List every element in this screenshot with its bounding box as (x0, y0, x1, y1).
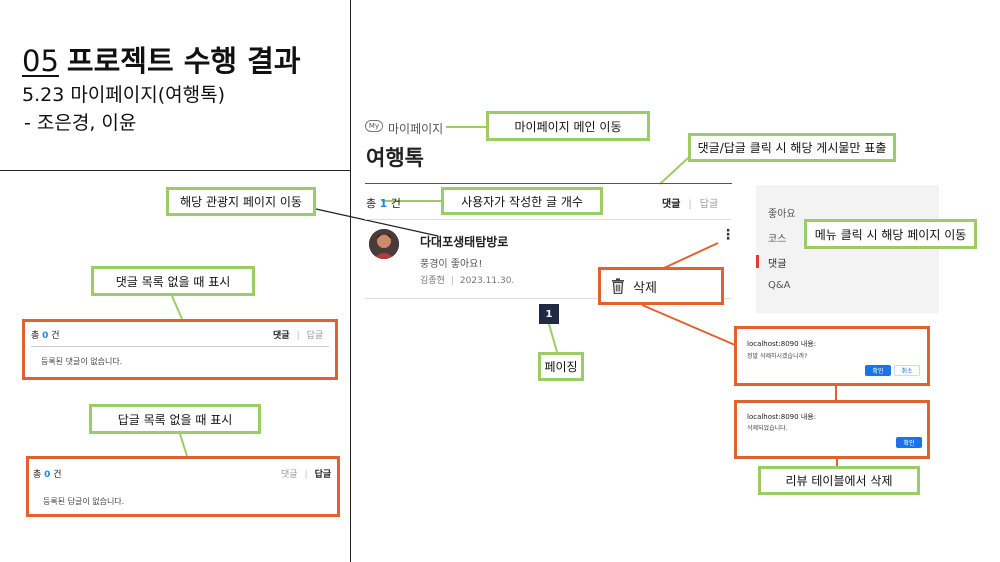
side-menu: 좋아요 코스 댓글 Q&A (756, 185, 939, 313)
side-menu-item-comment[interactable]: 댓글 (768, 259, 787, 270)
confirm-cancel-button[interactable]: 취소 (894, 365, 920, 376)
more-options-icon[interactable]: ⋮ (721, 227, 735, 243)
side-menu-item-qna[interactable]: Q&A (768, 280, 791, 291)
mypage-link[interactable]: 마이페이지 (388, 122, 444, 136)
active-indicator (756, 255, 759, 268)
callout-paging: 페이징 (538, 352, 584, 381)
confirm-ok-button[interactable]: 확인 (865, 365, 891, 376)
callout-empty-comment: 댓글 목록 없을 때 표시 (91, 266, 255, 296)
dialog-title: localhost:8090 내용: (747, 413, 817, 421)
callout-mypage-main: 마이페이지 메인 이동 (486, 111, 650, 141)
empty-comment-message: 등록된 댓글이 없습니다. (41, 357, 123, 366)
empty-reply-message: 등록된 답글이 없습니다. (43, 497, 125, 506)
tab-reply[interactable]: 답글 (699, 199, 719, 210)
page-title: 여행톡 (366, 146, 424, 170)
mypage-icon: My (365, 120, 383, 132)
alert-dialog: localhost:8090 내용: 삭제되었습니다. 확인 (734, 400, 930, 459)
tab-comment[interactable]: 댓글 (281, 470, 298, 480)
empty-comment-tabs: 댓글|답글 (273, 331, 324, 341)
count-value: 1 (379, 197, 388, 210)
delete-label: 삭제 (633, 280, 657, 296)
author: 김종현 (420, 276, 445, 286)
tab-group: 댓글|답글 (662, 199, 719, 210)
place-link[interactable]: 다대포생태탐방로 (420, 235, 509, 249)
review-text: 풍경이 좋아요! (420, 259, 483, 270)
empty-reply-tabs: 댓글|답글 (281, 470, 332, 480)
post-count: 총 1 건 (366, 197, 401, 210)
empty-comment-panel: 총 0 건 댓글|답글 등록된 댓글이 없습니다. (22, 319, 338, 380)
empty-comment-count: 총 0 건 (31, 331, 60, 341)
slide-subtitle: 5.23 마이페이지(여행톡) (22, 84, 226, 106)
vertical-divider (350, 0, 351, 562)
empty-reply-count: 총 0 건 (33, 470, 62, 480)
list-top-border (365, 183, 732, 184)
divider (365, 219, 732, 220)
side-menu-item-course[interactable]: 코스 (768, 234, 787, 245)
tab-reply[interactable]: 답글 (306, 331, 324, 341)
empty-reply-panel: 총 0 건 댓글|답글 등록된 답글이 없습니다. (26, 456, 340, 517)
page-button-active[interactable]: 1 (539, 304, 559, 324)
dialog-title: localhost:8090 내용: (747, 340, 817, 348)
title-number: 05 (22, 44, 59, 78)
callout-menu-move: 메뉴 클릭 시 해당 페이지 이동 (804, 219, 977, 249)
tab-reply[interactable]: 답글 (314, 470, 332, 480)
callout-empty-reply: 답글 목록 없을 때 표시 (89, 404, 261, 434)
dialog-message: 정말 삭제하시겠습니까? (747, 353, 808, 360)
avatar (369, 229, 399, 259)
alert-ok-button[interactable]: 확인 (896, 437, 922, 448)
dialog-message: 삭제되었습니다. (747, 425, 788, 432)
tab-comment[interactable]: 댓글 (273, 331, 290, 341)
side-menu-item-likes[interactable]: 좋아요 (768, 209, 796, 220)
divider (365, 298, 732, 299)
callout-tab-filter: 댓글/답글 클릭 시 해당 게시물만 표출 (688, 133, 896, 162)
callout-user-count: 사용자가 작성한 글 개수 (441, 187, 603, 215)
callout-tourist-page: 해당 관광지 페이지 이동 (166, 187, 316, 216)
callout-review-delete: 리뷰 테이블에서 삭제 (758, 466, 920, 495)
delete-button[interactable]: 삭제 (598, 267, 724, 305)
author-names: - 조은경, 이윤 (24, 112, 137, 134)
review-meta: 김종현|2023.11.30. (420, 276, 515, 286)
horizontal-divider (0, 170, 350, 171)
confirm-dialog: localhost:8090 내용: 정말 삭제하시겠습니까? 확인 취소 (734, 326, 930, 386)
title-text: 프로젝트 수행 결과 (66, 44, 301, 78)
date: 2023.11.30. (459, 276, 515, 286)
tab-comment[interactable]: 댓글 (662, 199, 681, 210)
trash-icon (612, 278, 624, 294)
